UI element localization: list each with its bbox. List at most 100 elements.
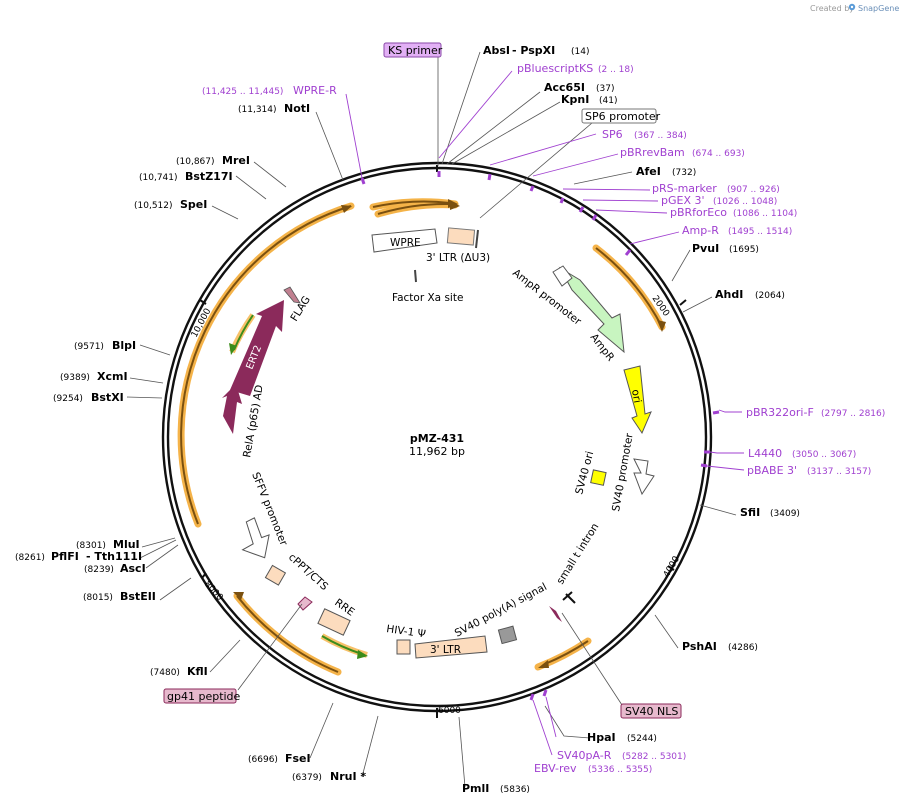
gp41-label: gp41 peptide — [167, 690, 241, 703]
site-fsei-pos: (6696) — [248, 755, 278, 765]
sv40-nls-leader — [561, 612, 623, 706]
site-tth111i: - Tth111I — [86, 550, 142, 563]
gp41-box — [163, 688, 237, 704]
site-ahdi-pos: (2064) — [755, 291, 785, 301]
sv40-promoter-label: SV40 promoter — [610, 432, 636, 513]
rela-feature — [222, 384, 242, 434]
primer-ampr-pos: (1495 .. 1514) — [728, 227, 792, 237]
primer-l4440: L4440 — [748, 447, 782, 460]
site-kfli-pos: (7480) — [150, 668, 180, 678]
sv40-nls-label: SV40 NLS — [625, 705, 678, 718]
sffv-feature — [241, 517, 270, 559]
site-asci: AscI — [120, 562, 146, 575]
snapgene-logo — [848, 3, 856, 11]
site-bstz17i-pos: (10,741) — [139, 173, 178, 183]
primer-ampr: Amp-R — [682, 224, 719, 237]
ori-feature — [623, 365, 652, 435]
factor-xa-tick — [414, 269, 417, 283]
primer-ebvrev: EBV-rev — [534, 762, 577, 775]
enzyme-leaders — [126, 51, 737, 788]
primer-pbluescriptks-pos: (2 .. 18) — [598, 65, 634, 75]
plasmid-size: 11,962 bp — [409, 445, 465, 458]
ks-primer-box — [383, 42, 442, 58]
sv40-nls-mark — [549, 606, 562, 622]
tick-8000 — [201, 572, 207, 579]
site-kpni: KpnI — [561, 93, 589, 106]
site-pvui: PvuI — [692, 242, 719, 255]
site-hpai-pos: (5244) — [627, 734, 657, 744]
site-noti: NotI — [284, 102, 310, 115]
primer-pbrforeco-pos: (1086 .. 1104) — [733, 209, 797, 219]
ltr3-feature — [414, 635, 488, 659]
primer-pbabe3-pos: (3137 .. 3157) — [807, 467, 871, 477]
site-absi-pos: (14) — [571, 47, 589, 57]
site-pspxi: - PspXI — [512, 44, 555, 57]
site-acc65i: Acc65I — [544, 81, 585, 94]
site-nrui-pos: (6379) — [292, 773, 322, 783]
primer-l4440-pos: (3050 .. 3067) — [792, 450, 856, 460]
primer-sp6: SP6 — [602, 128, 623, 141]
gp41-mark — [297, 596, 313, 611]
primer-wprer: WPRE-R — [293, 84, 337, 97]
sv40-polya-feature — [497, 625, 518, 645]
site-spei-pos: (10,512) — [134, 201, 173, 211]
cppt-feature — [264, 564, 287, 586]
ert2-feature — [230, 300, 284, 396]
arc-arrowheads — [233, 199, 666, 668]
primer-pbluescriptks: pBluescriptKS — [517, 62, 593, 75]
ampr-feature — [558, 266, 625, 354]
site-xcmi: XcmI — [97, 370, 128, 383]
ltr-du3-tick — [475, 229, 479, 249]
site-bstxi-pos: (9254) — [53, 394, 83, 404]
primer-pgex3-pos: (1026 .. 1048) — [713, 197, 777, 207]
gp41-leader — [237, 603, 303, 691]
site-pmli: PmlI — [462, 782, 489, 795]
site-bstxi: BstXI — [91, 391, 124, 404]
site-sfii: SfiI — [740, 506, 760, 519]
ampr-promoter-feature — [552, 265, 573, 287]
primer-pbabe3: pBABE 3' — [747, 464, 797, 477]
green-head-2 — [357, 650, 368, 659]
site-mlui-pos: (8301) — [76, 541, 106, 551]
site-kfli: KflI — [187, 665, 208, 678]
credit-text: Created by — [810, 4, 854, 13]
ruler-ticks — [199, 165, 687, 718]
credit-brand: SnapGene — [858, 4, 899, 13]
site-spei: SpeI — [180, 198, 207, 211]
cppt-label: cPPT/CTS — [286, 551, 331, 593]
wpre-label: WPRE — [390, 237, 421, 249]
primer-sv40par: SV40pA-R — [557, 749, 612, 762]
primer-wprer-pos: (11,425 .. 11,445) — [202, 87, 283, 97]
primer-pbrrevbam: pBRrevBam — [620, 146, 685, 159]
arc-left — [177, 202, 355, 528]
site-blpi-pos: (9571) — [74, 342, 104, 352]
site-krei-pos: (10,867) — [176, 157, 215, 167]
ltr-du3-label: 3' LTR (ΔU3) — [426, 252, 490, 264]
small-t-intron-label: small t intron — [554, 521, 601, 586]
site-noti-pos: (11,314) — [238, 105, 277, 115]
site-pflfi-pos: (8261) — [15, 553, 45, 563]
sv40-promoter-feature — [633, 458, 655, 496]
site-nrui: NruI * — [330, 770, 366, 783]
rre-feature — [317, 608, 351, 636]
site-afei-pos: (732) — [672, 168, 696, 178]
site-absi: AbsI — [483, 44, 510, 57]
primer-pgex3: pGEX 3' — [661, 194, 705, 207]
site-asci-pos: (8239) — [84, 565, 114, 575]
site-sfii-pos: (3409) — [770, 509, 800, 519]
sp6-promoter-label: SP6 promoter — [585, 110, 661, 123]
primer-leaders — [345, 70, 745, 756]
site-krei: MreI — [222, 154, 250, 167]
tick-2000 — [679, 299, 687, 306]
ks-primer-label: KS primer — [388, 44, 443, 57]
ruler-6000: 6000 — [438, 706, 461, 716]
site-xcmi-pos: (9389) — [60, 373, 90, 383]
primer-sv40par-pos: (5282 .. 5301) — [622, 752, 686, 762]
plasmid-name: pMZ-431 — [410, 432, 464, 445]
ltr3-label: 3' LTR — [430, 644, 461, 656]
sv40-nls-box — [620, 703, 682, 719]
sv40-ori-feature — [590, 469, 607, 486]
ori-label: ori — [629, 388, 643, 404]
site-bstz17i: BstZ17I — [185, 170, 233, 183]
